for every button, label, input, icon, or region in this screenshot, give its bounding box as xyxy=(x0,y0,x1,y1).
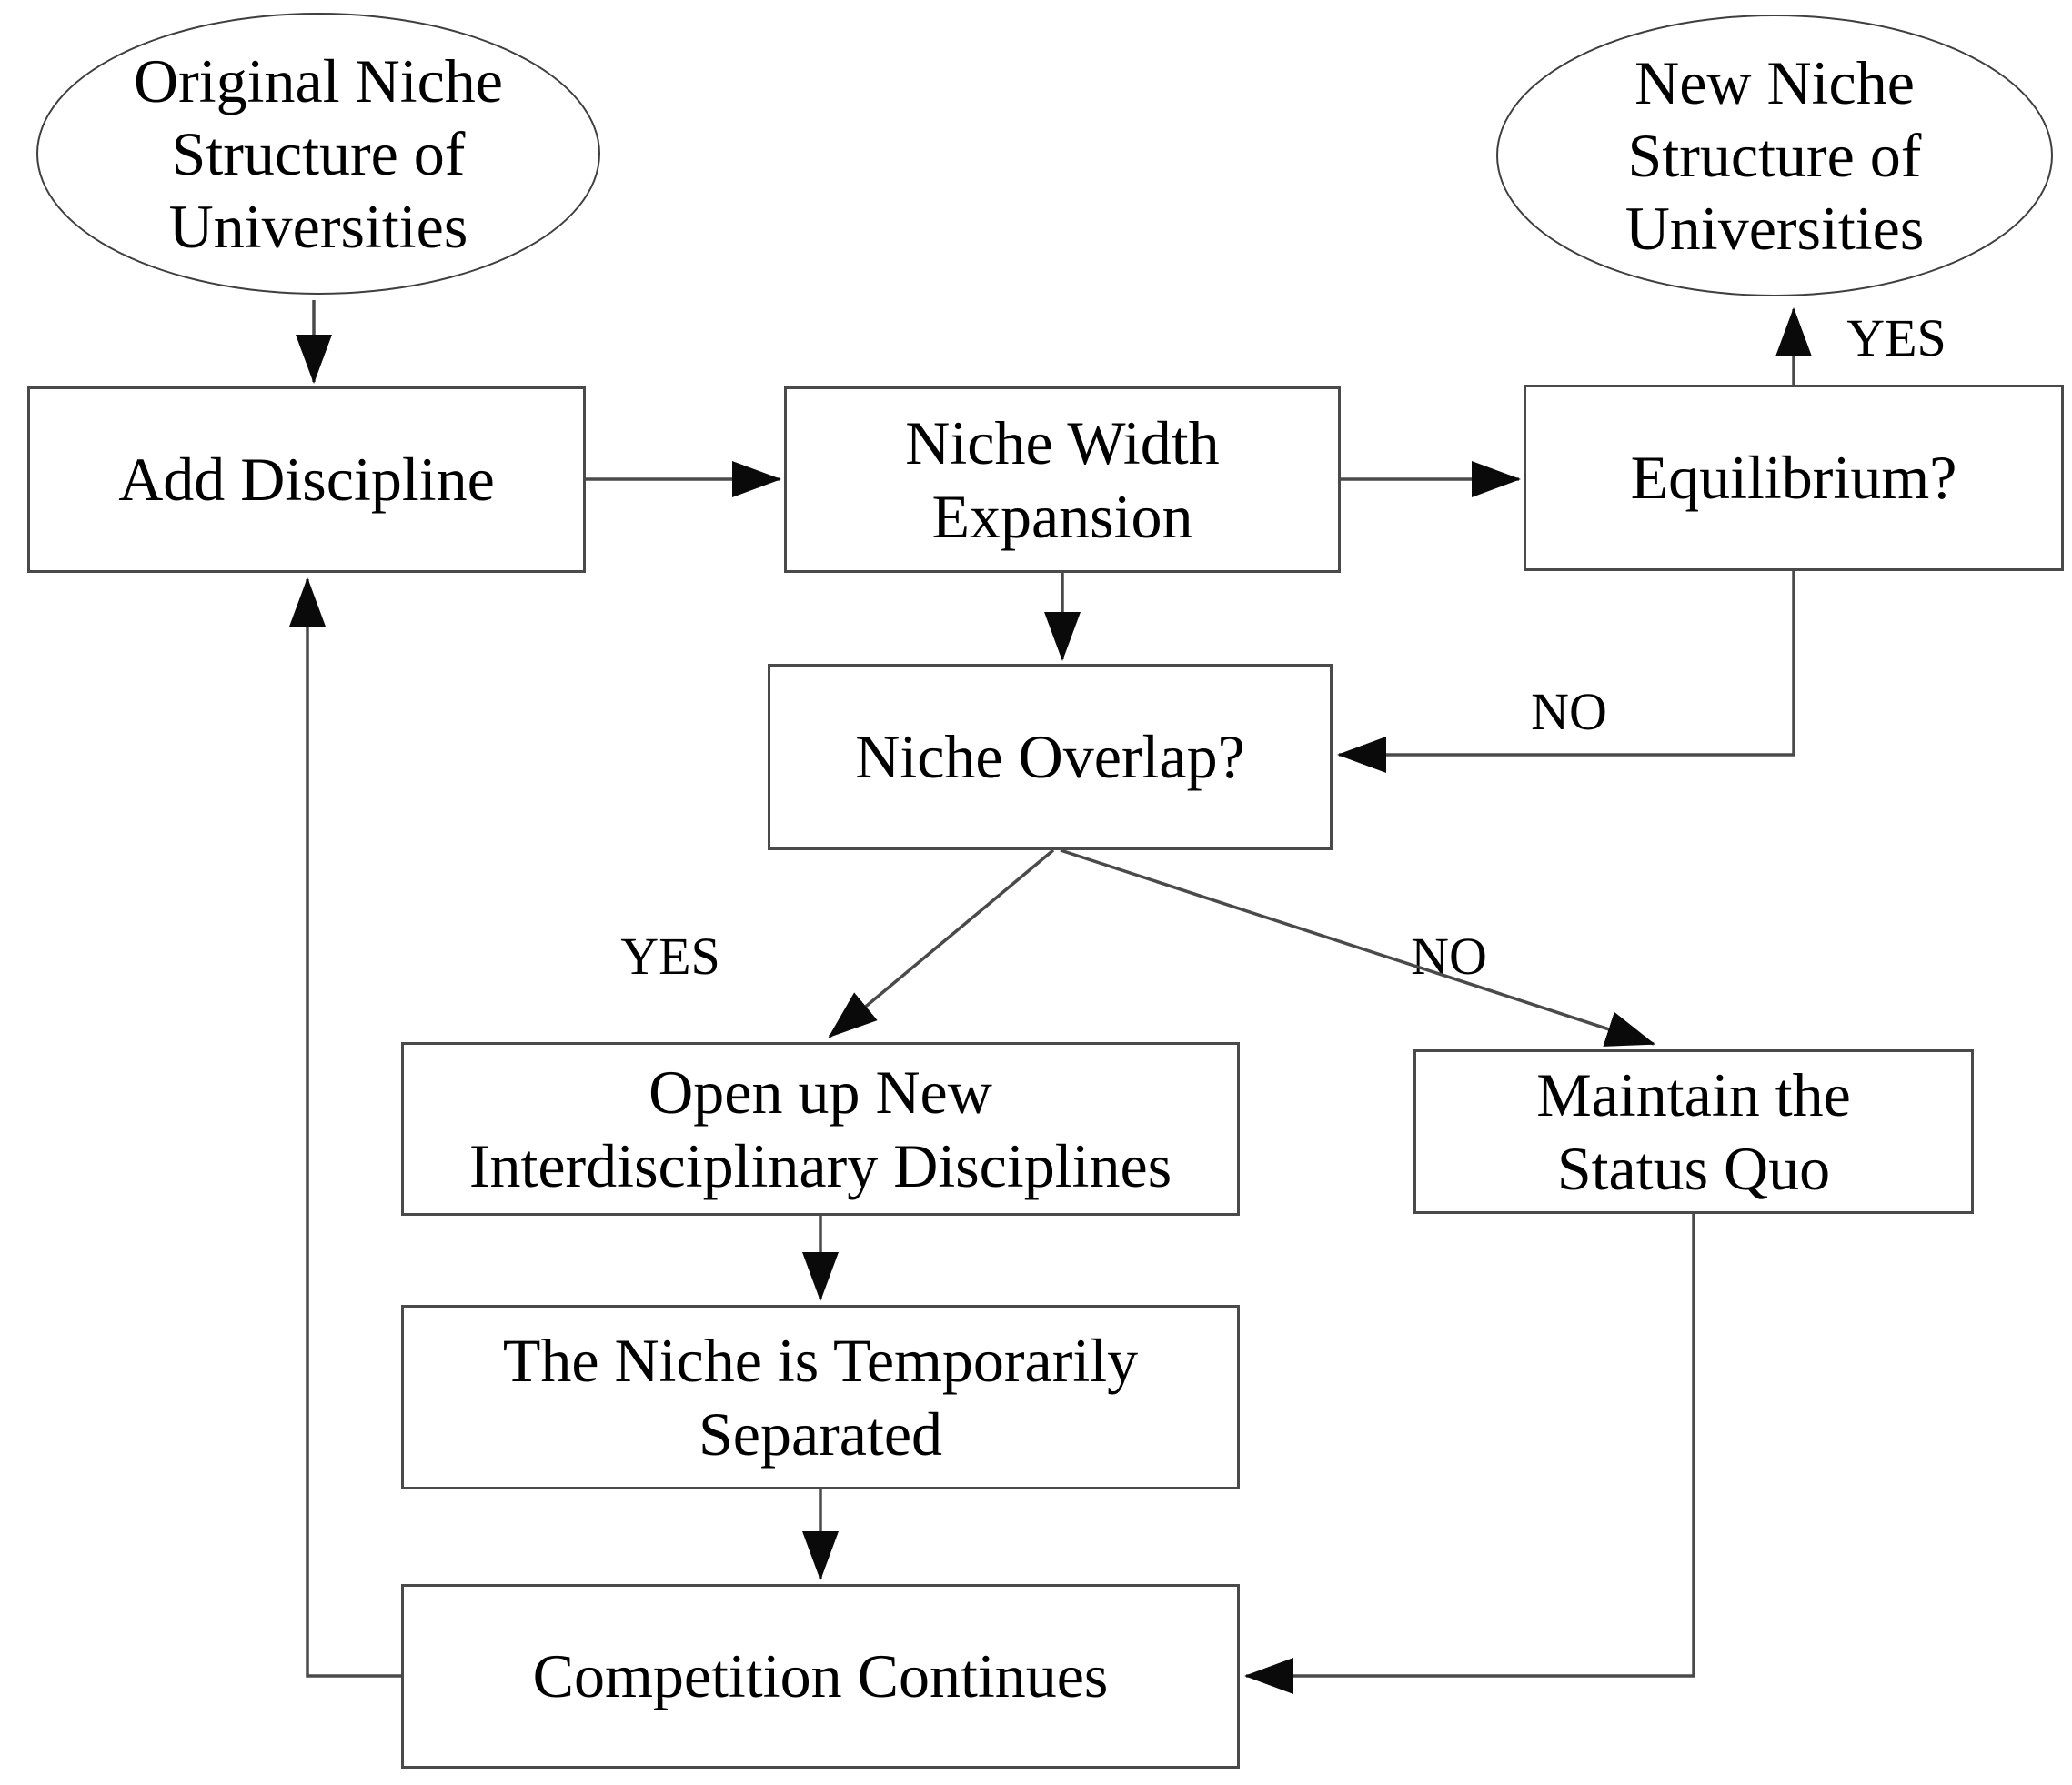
ellipse-original-niche-structure: Original Niche Structure of Universities xyxy=(36,13,600,295)
box-equilibrium: Equilibrium? xyxy=(1524,385,2064,571)
box-niche-width-expansion: Niche Width Expansion xyxy=(784,386,1341,573)
box-niche-temporarily-separated: The Niche is Temporarily Separated xyxy=(401,1305,1240,1489)
edge-overlap-yes-to-open-new-arrow xyxy=(828,848,1055,1038)
edge-overlap-no-to-maintain-arrow xyxy=(1060,848,1655,1047)
ellipse-new-niche-structure: New Niche Structure of Universities xyxy=(1496,15,2053,296)
box-competition-continues: Competition Continues xyxy=(401,1584,1240,1769)
edge-competition-to-add-discipline-arrow xyxy=(289,577,401,1678)
box-open-new-interdisciplinary-disciplines: Open up New Interdisciplinary Discipline… xyxy=(401,1042,1240,1216)
box-niche-overlap: Niche Overlap? xyxy=(768,664,1333,850)
edge-maintain-to-competition-arrow xyxy=(1244,1214,1695,1694)
label-equilibrium-no: NO xyxy=(1531,682,1607,741)
label-overlap-yes: YES xyxy=(620,927,720,986)
box-add-discipline: Add Discipline xyxy=(27,386,586,573)
label-overlap-no: NO xyxy=(1411,927,1487,986)
box-maintain-status-quo: Maintain the Status Quo xyxy=(1413,1049,1974,1214)
label-equilibrium-yes: YES xyxy=(1846,308,1946,367)
